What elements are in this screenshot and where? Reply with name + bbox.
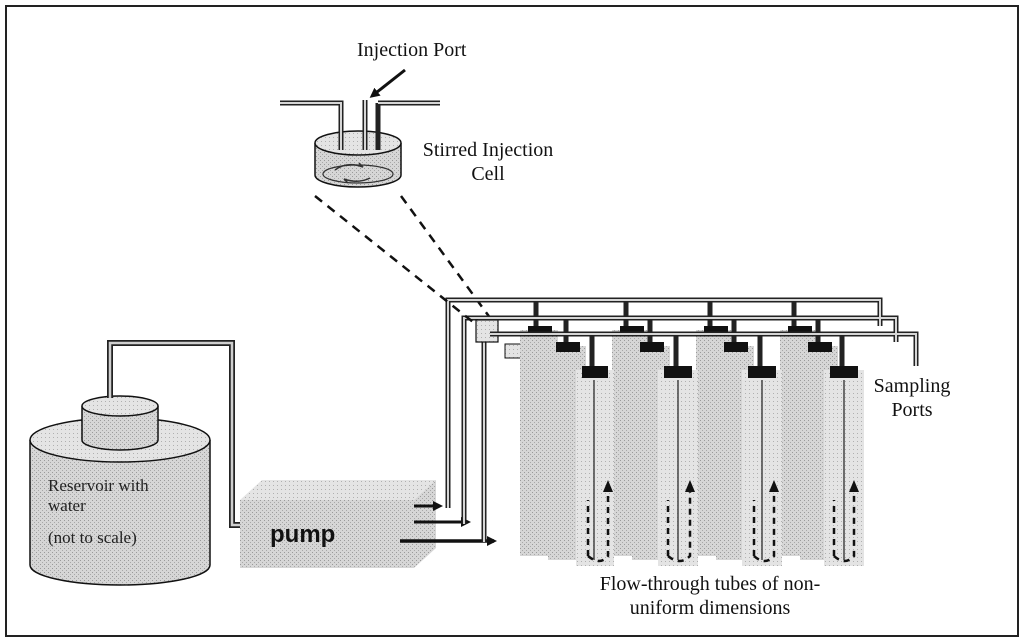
- reservoir: [29, 395, 211, 586]
- flow-arrows: [586, 490, 856, 563]
- flow-through-tubes: [520, 326, 864, 566]
- pump-outlet-arrows: [400, 501, 497, 546]
- sampling-ports-label: Sampling Ports: [862, 374, 962, 422]
- zoom-dashed-lines: [314, 195, 498, 327]
- reservoir-label-line3: (not to scale): [48, 528, 137, 547]
- stirred-injection-cell-label-line1: Stirred Injection: [422, 139, 554, 161]
- flow-through-tubes-label-line1: Flow-through tubes of non-: [599, 573, 821, 595]
- reservoir-label: Reservoir with water (not to scale): [48, 476, 149, 548]
- stirred-injection-cell: [314, 130, 402, 188]
- injection-port-label: Injection Port: [357, 39, 467, 61]
- reservoir-label-line1: Reservoir with: [48, 476, 149, 495]
- manifold-junction: [475, 319, 499, 343]
- sampling-ports-label-line2: Ports: [891, 399, 933, 421]
- stirred-injection-cell-label-line2: Cell: [471, 163, 505, 185]
- sampling-ports-label-line1: Sampling: [873, 375, 951, 397]
- pump-label: pump: [270, 521, 336, 548]
- reservoir-label-line2: water: [48, 496, 86, 515]
- pump-box: [240, 480, 436, 568]
- stirred-injection-cell-label: Stirred Injection Cell: [408, 138, 568, 186]
- injection-port-arrow: [369, 68, 406, 98]
- flow-through-tubes-label: Flow-through tubes of non- uniform dimen…: [560, 572, 860, 620]
- flow-through-tubes-label-line2: uniform dimensions: [629, 597, 791, 619]
